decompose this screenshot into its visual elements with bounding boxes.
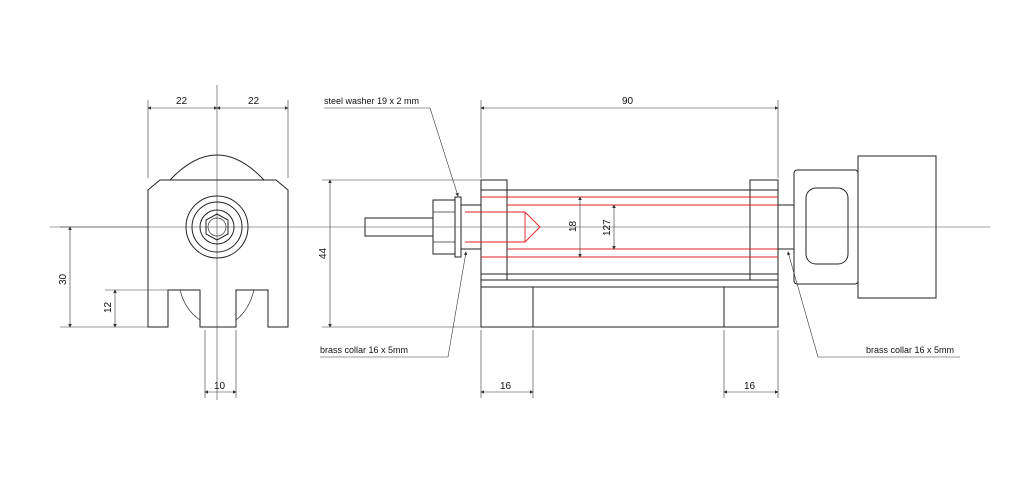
dim-slot-height: 12 xyxy=(103,301,114,313)
dim-left-foot: 16 xyxy=(500,381,512,392)
label-brass-collar-right: brass collar 16 x 5mm xyxy=(866,345,954,355)
handle-recess xyxy=(805,187,849,265)
label-steel-washer: steel washer 19 x 2 mm xyxy=(324,96,419,106)
right-collar xyxy=(749,179,779,281)
hub-outer-circle xyxy=(185,195,249,259)
end-view: 22 22 30 12 10 xyxy=(58,85,289,400)
left-collar xyxy=(480,179,508,281)
dim-slot-width: 10 xyxy=(214,381,226,392)
body-outline xyxy=(147,179,289,328)
dim-inner-bore: 127 xyxy=(602,219,613,236)
dim-right-foot: 16 xyxy=(744,381,756,392)
dim-overall-height: 44 xyxy=(318,247,329,259)
wheel-arc-right xyxy=(235,289,255,321)
dim-left-half: 22 xyxy=(176,96,188,107)
label-brass-collar-left: brass collar 16 x 5mm xyxy=(320,345,408,355)
hub-mid-circle xyxy=(191,201,243,253)
hub-inner-circle xyxy=(199,209,235,245)
dim-overall-length: 90 xyxy=(622,96,634,107)
handle-knob xyxy=(857,155,937,299)
socket-inner-circle xyxy=(207,217,227,237)
main-tube xyxy=(480,189,779,275)
base-block xyxy=(480,279,779,328)
wheel-arc-left xyxy=(179,289,201,321)
hex-socket-icon xyxy=(205,213,229,241)
wheel-outline xyxy=(169,154,265,181)
dim-axis-height: 30 xyxy=(58,273,69,285)
dim-right-half: 22 xyxy=(248,96,260,107)
dim-bore: 18 xyxy=(568,220,579,232)
side-view: 18 127 90 44 16 16 steel washer 19 x 2 xyxy=(318,96,960,398)
